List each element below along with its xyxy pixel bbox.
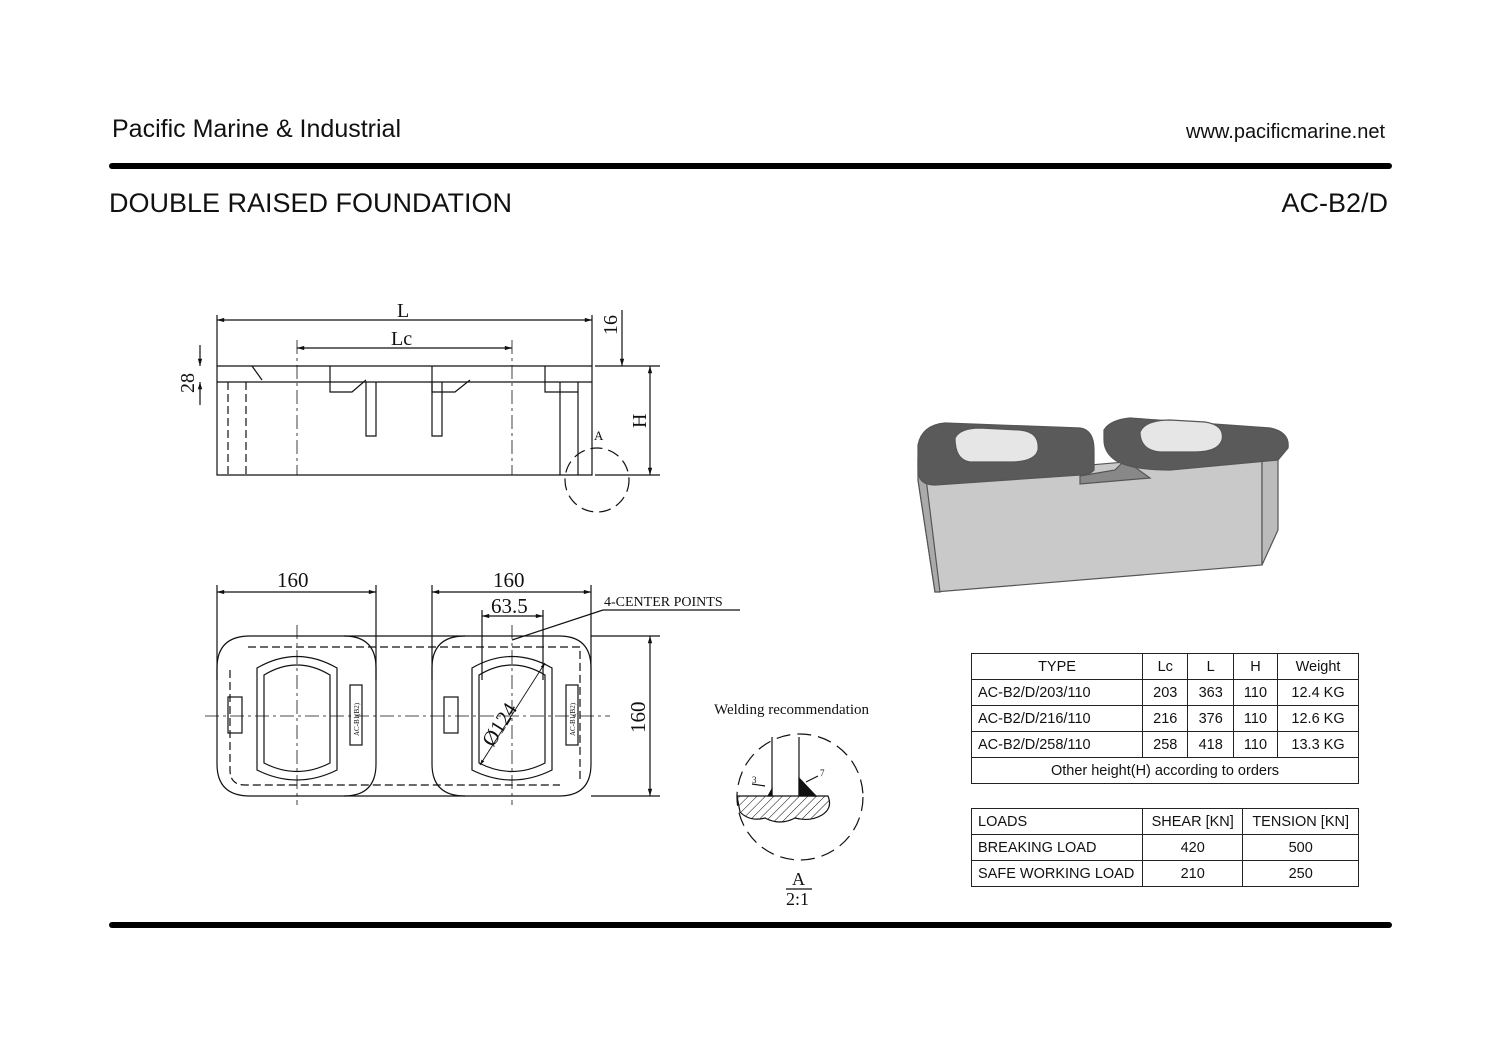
dim-diameter: Ø124 (477, 698, 522, 751)
table-row: AC-B2/D/203/110 203 363 110 12.4 KG (971, 679, 1359, 706)
plan-view: 160 160 63.5 4-CENTER POINTS AC-B1(B2) A… (205, 568, 740, 805)
detail-ref: A (594, 428, 604, 443)
cell-type: AC-B2/D/203/110 (971, 679, 1143, 706)
cell-h: 110 (1232, 705, 1279, 732)
weld-size-right: 7 (820, 768, 825, 778)
dim-height: 160 (626, 702, 650, 734)
footer-divider (109, 922, 1392, 928)
cell-weight: 13.3 KG (1277, 731, 1359, 758)
table-row: AC-B2/D/216/110 216 376 110 12.6 KG (971, 705, 1359, 732)
dim-width-right: 160 (493, 568, 525, 592)
cell-l: 363 (1187, 679, 1234, 706)
company-name: Pacific Marine & Industrial (112, 115, 402, 143)
center-points-label: 4-CENTER POINTS (604, 595, 723, 610)
cell-weight: 12.6 KG (1277, 705, 1359, 732)
cell-load-type: BREAKING LOAD (971, 834, 1143, 861)
website-link[interactable]: www.pacificmarine.net (1186, 121, 1385, 143)
product-code: AC-B2/D (1281, 188, 1388, 218)
table-header-row: LOADS SHEAR [KN] TENSION [KN] (971, 808, 1359, 835)
table-header-row: TYPE Lc L H Weight (971, 653, 1359, 680)
detail-scale: 2:1 (786, 889, 809, 909)
spec-table: TYPE Lc L H Weight AC-B2/D/203/110 203 3… (971, 653, 1359, 784)
header-weight: Weight (1277, 653, 1359, 680)
cell-lc: 258 (1141, 731, 1189, 758)
dim-center-distance: 63.5 (491, 594, 528, 618)
cell-type: AC-B2/D/258/110 (971, 731, 1143, 758)
cell-l: 376 (1187, 705, 1234, 732)
cell-type: AC-B2/D/216/110 (971, 705, 1143, 732)
marking-right: AC-B1(B2) (569, 702, 577, 736)
product-3d-render (917, 417, 1289, 593)
document-title: DOUBLE RAISED FOUNDATION (109, 188, 513, 218)
marking-left: AC-B1(B2) (353, 702, 361, 736)
cell-load-type: SAFE WORKING LOAD (971, 860, 1143, 887)
cell-h: 110 (1232, 679, 1279, 706)
cell-lc: 203 (1141, 679, 1189, 706)
header-loads: LOADS (971, 808, 1143, 835)
cell-h: 110 (1232, 731, 1279, 758)
cell-shear: 420 (1141, 834, 1244, 861)
weld-size-left: 3 (752, 775, 757, 785)
cell-lc: 216 (1141, 705, 1189, 732)
table-row: SAFE WORKING LOAD 210 250 (971, 860, 1359, 887)
header-divider (109, 163, 1392, 169)
header-type: TYPE (971, 653, 1143, 680)
table-note: Other height(H) according to orders (971, 757, 1359, 784)
cell-tension: 500 (1242, 834, 1359, 861)
dim-28: 28 (177, 373, 199, 393)
welding-detail: Welding recommendation 3 7 A 2:1 (714, 702, 869, 909)
header-h: H (1232, 653, 1279, 680)
cell-weight: 12.4 KG (1277, 679, 1359, 706)
table-note-row: Other height(H) according to orders (971, 757, 1359, 784)
header-lc: Lc (1141, 653, 1189, 680)
table-row: BREAKING LOAD 420 500 (971, 834, 1359, 861)
cell-l: 418 (1187, 731, 1234, 758)
header-tension: TENSION [KN] (1242, 808, 1359, 835)
header-l: L (1187, 653, 1234, 680)
cell-shear: 210 (1141, 860, 1244, 887)
dim-width-left: 160 (277, 568, 309, 592)
dim-L: L (397, 300, 409, 322)
dim-16: 16 (600, 315, 622, 335)
dim-Lc: Lc (391, 328, 412, 350)
table-row: AC-B2/D/258/110 258 418 110 13.3 KG (971, 731, 1359, 758)
detail-label: A (792, 869, 805, 889)
header-shear: SHEAR [KN] (1141, 808, 1244, 835)
loads-table: LOADS SHEAR [KN] TENSION [KN] BREAKING L… (971, 808, 1359, 887)
cell-tension: 250 (1242, 860, 1359, 887)
welding-title: Welding recommendation (714, 702, 869, 718)
side-view: L Lc 16 28 H A (177, 300, 660, 513)
dim-H: H (629, 414, 651, 428)
